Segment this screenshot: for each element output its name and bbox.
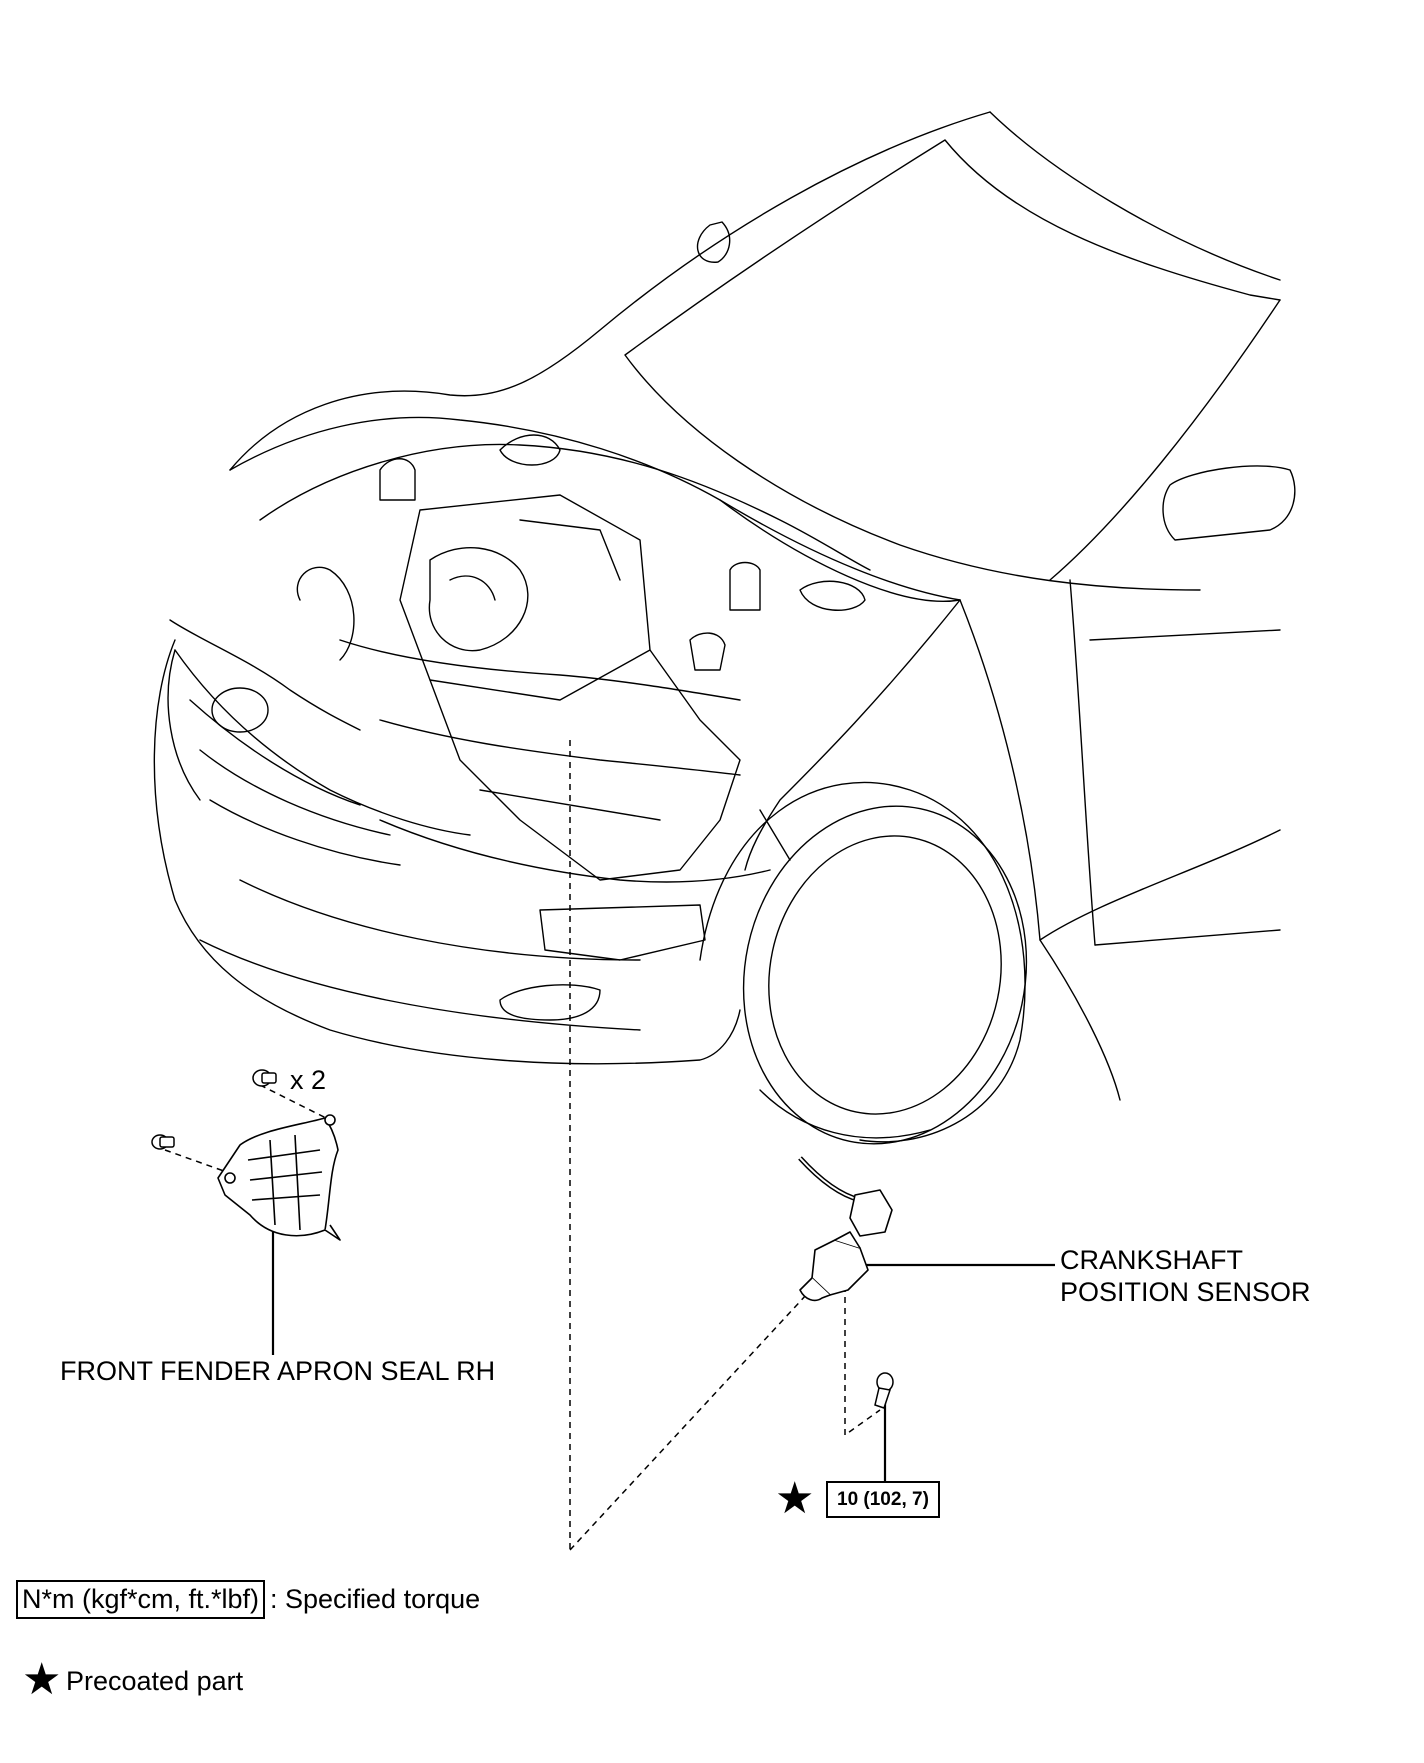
wiper-arm — [696, 221, 731, 263]
tire-bottom — [759, 1089, 931, 1139]
apron-seal-flap — [324, 1224, 341, 1241]
brake-reservoir — [729, 561, 761, 611]
sensor-tip — [799, 1277, 831, 1302]
guide-apron-bolt — [164, 1084, 331, 1176]
leader-lines — [271, 1220, 1055, 1485]
legend-torque-units-box: N*m (kgf*cm, ft.*lbf) — [16, 1580, 266, 1619]
engine-lower — [429, 649, 741, 881]
vehicle-illustration — [153, 111, 1296, 1145]
hose-left — [296, 566, 355, 661]
sensor-label-line2: POSITION SENSOR — [1060, 1276, 1311, 1307]
side-mirror — [1162, 465, 1296, 541]
body-side — [959, 599, 1281, 946]
throttle-body — [689, 632, 726, 671]
bumper-crease — [239, 879, 641, 961]
oil-pan — [539, 904, 706, 961]
bolt-icon-left — [151, 1134, 175, 1150]
sensor-label-line1: CRANKSHAFT — [1060, 1245, 1244, 1275]
apron-bolts — [151, 1069, 277, 1150]
legend-star-icon: ★ — [22, 1655, 62, 1704]
fog-light — [499, 984, 601, 1021]
precoated-star-icon: ★ — [775, 1474, 815, 1523]
windshield — [624, 139, 1281, 591]
reservoir-cap — [379, 458, 416, 501]
engine-bay-edge — [259, 443, 871, 571]
wheel-inner — [768, 835, 1002, 1115]
engine-head — [399, 494, 651, 701]
front-bumper — [153, 639, 741, 1065]
hood-outline — [229, 111, 991, 471]
a-pillar — [1049, 299, 1281, 581]
grille — [174, 649, 471, 866]
intake-manifold — [428, 519, 621, 652]
sensor-bolt-icon — [874, 1372, 894, 1409]
apron-qty-label: x 2 — [290, 1065, 327, 1095]
sensor-wire — [798, 1156, 861, 1203]
hood-front-lip — [229, 416, 961, 601]
apron-seal-label: FRONT FENDER APRON SEAL RH — [60, 1356, 496, 1386]
wheel-arch — [699, 781, 1026, 1143]
crankshaft-sensor-part — [798, 1156, 893, 1302]
door-line — [1069, 579, 1096, 946]
sensor-label: CRANKSHAFT POSITION SENSOR — [1060, 1245, 1311, 1309]
guide-sensor-to-bolt — [844, 1275, 881, 1437]
wheel-outer — [742, 805, 1028, 1145]
bumper-lower — [199, 939, 641, 1031]
strut-tower-right — [799, 580, 866, 611]
apron-seal-ribs — [247, 1134, 323, 1231]
subframe — [379, 809, 791, 883]
sensor-connector — [849, 1189, 893, 1237]
rocker — [1039, 939, 1121, 1101]
strut-tower-left — [499, 434, 561, 466]
apron-seal-hole-2 — [224, 1172, 236, 1184]
apron-seal-part — [217, 1114, 341, 1241]
hood-rear-edge — [989, 111, 1281, 281]
guide-lines — [164, 740, 881, 1551]
bolt-icon-top — [252, 1069, 277, 1087]
torque-value-box: 10 (102, 7) — [826, 1481, 940, 1518]
fender — [719, 499, 961, 871]
headlight — [167, 619, 361, 801]
apron-seal-hole-1 — [324, 1114, 336, 1126]
legend-torque-desc: : Specified torque — [270, 1584, 481, 1614]
emblem — [211, 687, 269, 733]
sensor-flange — [834, 1231, 861, 1249]
wire-harness — [339, 639, 741, 821]
legend-precoated-desc: Precoated part — [66, 1666, 244, 1696]
